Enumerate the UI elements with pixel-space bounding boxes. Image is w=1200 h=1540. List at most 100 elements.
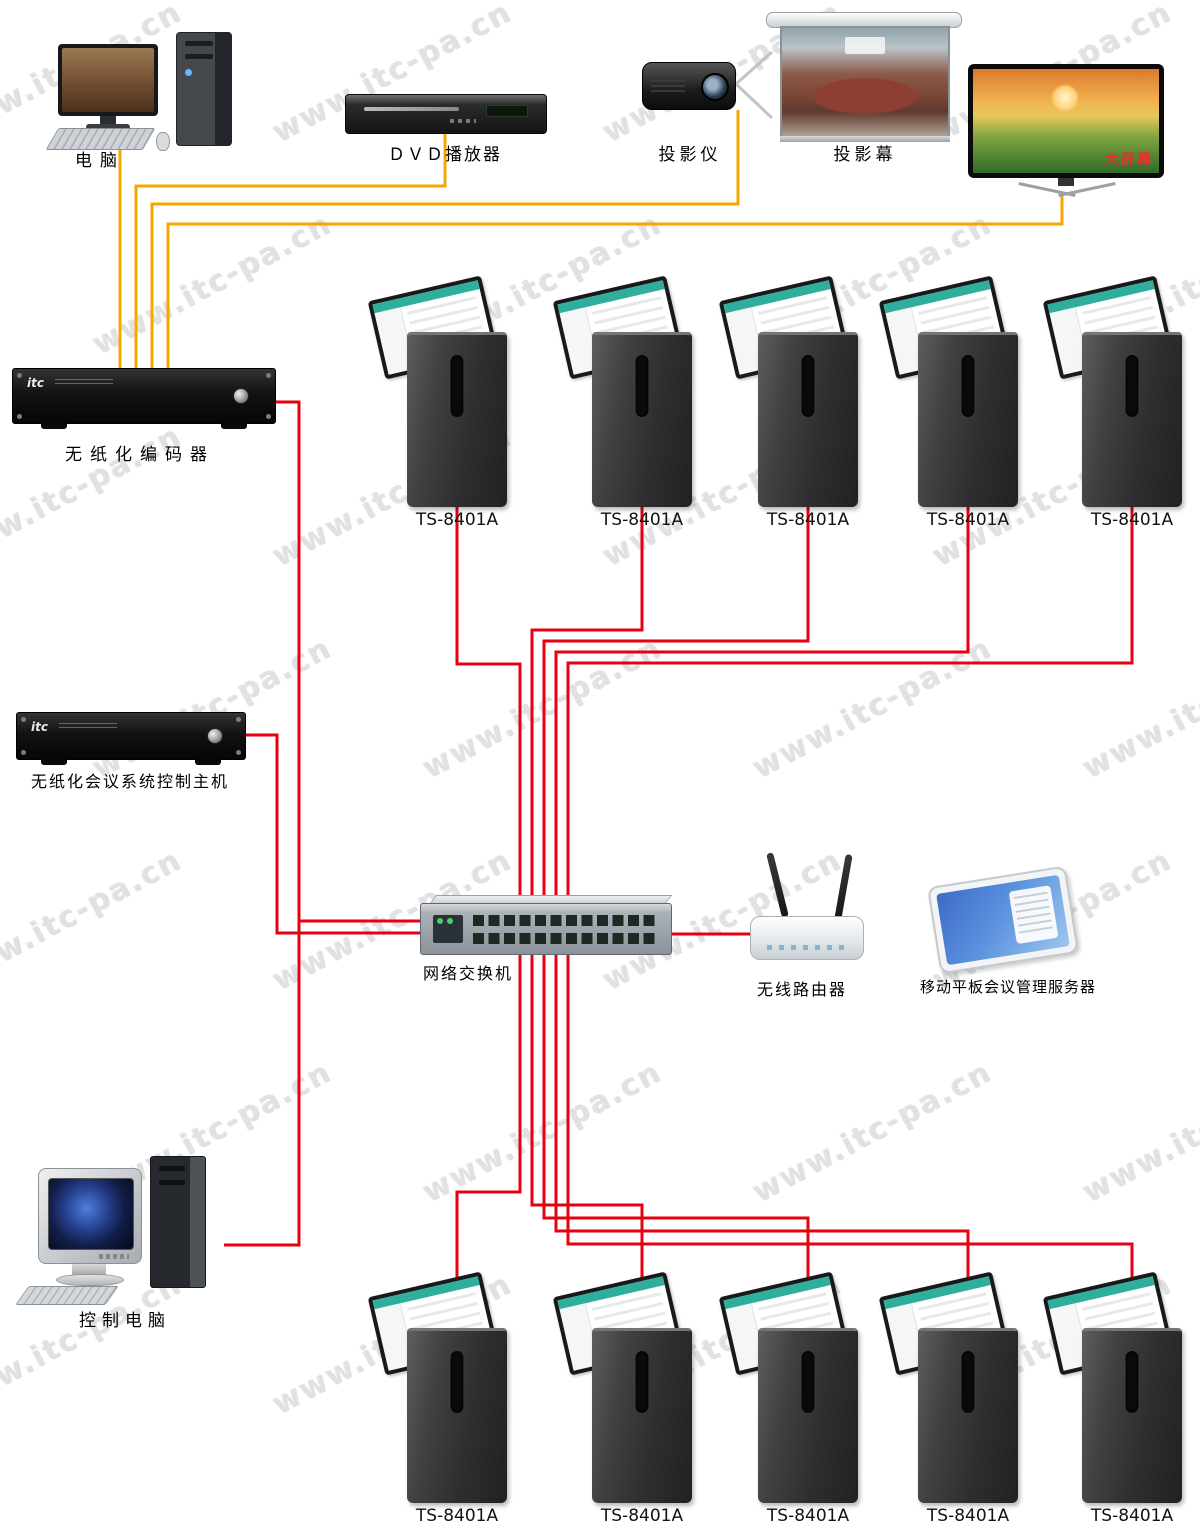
terminal-lift-slot xyxy=(801,1351,815,1413)
network-switch-label: 网络交换机 xyxy=(422,964,513,983)
screen-image-highlight xyxy=(845,36,885,55)
paperless-encoder-label: 无纸化编码器 xyxy=(65,445,215,465)
switch-led xyxy=(437,918,443,924)
cable-terminal-bottom-4 xyxy=(554,953,970,1282)
switch-port-row xyxy=(473,933,659,944)
big-screen-tv-icon: 大屏幕 xyxy=(968,64,1164,178)
terminal-model-label: TS-8401A xyxy=(1090,510,1174,530)
terminal-model-label: TS-8401A xyxy=(926,510,1010,530)
computer-label: 电脑 xyxy=(75,151,125,171)
host-knob xyxy=(207,728,223,744)
control-pc-monitor-icon xyxy=(38,1168,142,1264)
encoder-knob xyxy=(233,388,249,404)
terminal-lift-box xyxy=(407,332,507,507)
tablet-login-panel xyxy=(1008,884,1059,945)
dvd-buttons xyxy=(450,119,476,123)
screw-icon xyxy=(236,750,241,755)
terminal-model-label: TS-8401A xyxy=(766,1506,850,1526)
cable-terminal-top-5 xyxy=(566,505,1134,903)
projector-label: 投影仪 xyxy=(658,145,722,165)
tablet-screen xyxy=(936,874,1070,966)
switch-led xyxy=(447,918,453,924)
terminal-lift-box xyxy=(592,1328,692,1503)
terminal-lift-slot xyxy=(635,355,649,417)
dvd-display xyxy=(486,105,528,117)
screw-icon xyxy=(21,717,26,722)
tower-drive-slot xyxy=(159,1166,185,1171)
terminal-lift-slot xyxy=(635,1351,649,1413)
control-pc-screen xyxy=(48,1178,134,1250)
crt-stand xyxy=(72,1264,106,1275)
terminal-ts8401a: TS-8401A xyxy=(552,270,722,534)
terminal-lift-box xyxy=(1082,332,1182,507)
screw-icon xyxy=(21,750,26,755)
terminal-ts8401a: TS-8401A xyxy=(367,1266,537,1530)
projector-beam-top xyxy=(735,50,773,86)
crt-buttons xyxy=(99,1254,129,1259)
cable-terminal-bottom-5 xyxy=(566,953,1134,1282)
wireless-router-icon xyxy=(750,916,864,960)
control-pc-tower-icon xyxy=(150,1156,206,1288)
computer-screen xyxy=(62,48,154,112)
tv-caption: 大屏幕 xyxy=(1105,152,1153,168)
router-leds xyxy=(767,945,847,950)
desktop-computer xyxy=(45,28,240,152)
screw-icon xyxy=(236,717,241,722)
terminal-lift-box xyxy=(1082,1328,1182,1503)
monitor-stand xyxy=(100,116,116,125)
wireless-router-label: 无线路由器 xyxy=(756,980,847,999)
dvd-player-label: ＤＶＤ播放器 xyxy=(388,145,502,165)
terminal-lift-slot xyxy=(1125,1351,1139,1413)
rack-foot xyxy=(195,759,221,765)
cable-terminal-bottom-2 xyxy=(530,953,644,1282)
host-front-text xyxy=(59,723,117,730)
terminal-lift-slot xyxy=(450,1351,464,1413)
terminal-model-label: TS-8401A xyxy=(415,510,499,530)
cable-tv-encoder xyxy=(166,192,1064,368)
cable-projector-encoder xyxy=(150,110,740,368)
cable-terminal-top-3 xyxy=(542,505,810,903)
screw-icon xyxy=(266,373,271,378)
terminal-ts8401a: TS-8401A xyxy=(1042,1266,1200,1530)
terminal-ts8401a: TS-8401A xyxy=(878,270,1048,534)
cable-terminal-top-4 xyxy=(554,505,970,903)
terminal-lift-slot xyxy=(961,1351,975,1413)
rack-foot xyxy=(41,759,67,765)
cable-encoder-controlpc-trunk xyxy=(224,400,301,1247)
tv-stand-post xyxy=(1058,178,1074,186)
tower-drive-slot xyxy=(159,1180,185,1185)
screen-image-table xyxy=(801,74,929,119)
rack-foot xyxy=(41,423,67,429)
itc-logo: itc xyxy=(27,376,44,390)
screw-icon xyxy=(266,414,271,419)
projection-screen-label: 投影幕 xyxy=(833,145,897,165)
tv-screen: 大屏幕 xyxy=(973,69,1159,173)
terminal-lift-box xyxy=(918,1328,1018,1503)
terminal-model-label: TS-8401A xyxy=(1090,1506,1174,1526)
cable-terminal-bottom-1 xyxy=(455,953,522,1282)
terminal-ts8401a: TS-8401A xyxy=(1042,270,1200,534)
crt-base xyxy=(56,1274,124,1286)
computer-mouse-icon xyxy=(156,132,170,151)
tablet-panel-lines xyxy=(1013,891,1053,934)
projection-screen-bottom-bar xyxy=(780,136,950,142)
encoder-front-text xyxy=(55,379,113,386)
switch-port-row xyxy=(473,915,659,926)
projector-vents xyxy=(651,75,685,95)
cable-dvd-encoder xyxy=(134,134,447,368)
monitor-base xyxy=(86,124,130,130)
itc-logo: itc xyxy=(31,720,48,734)
control-computer-label: 控制电脑 xyxy=(79,1311,171,1331)
terminal-model-label: TS-8401A xyxy=(600,1506,684,1526)
cable-host-switch xyxy=(246,733,420,935)
projection-screen-icon xyxy=(780,26,950,140)
terminal-ts8401a: TS-8401A xyxy=(552,1266,722,1530)
terminal-lift-slot xyxy=(1125,355,1139,417)
terminal-model-label: TS-8401A xyxy=(926,1506,1010,1526)
terminal-lift-slot xyxy=(961,355,975,417)
terminal-lift-box xyxy=(592,332,692,507)
network-switch-icon xyxy=(420,903,672,955)
terminal-ts8401a: TS-8401A xyxy=(718,1266,888,1530)
